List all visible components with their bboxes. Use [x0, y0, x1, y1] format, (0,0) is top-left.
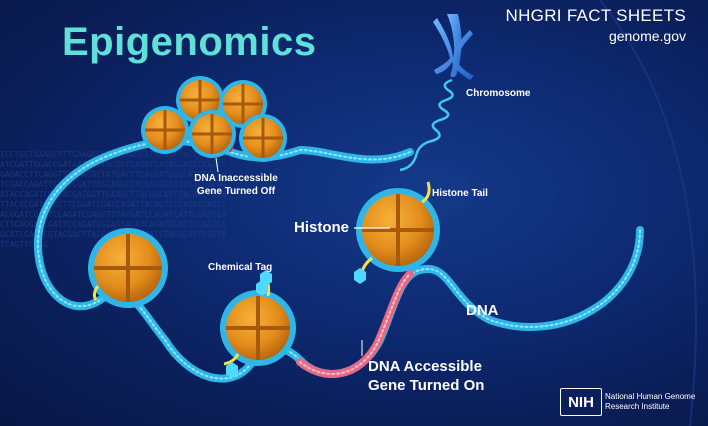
label-dna-accessible: DNA Accessible Gene Turned On: [368, 358, 485, 394]
label-dna-inaccessible: DNA Inaccessible Gene Turned Off: [194, 173, 278, 197]
label-chromosome: Chromosome: [466, 88, 531, 99]
source-url: genome.gov: [608, 28, 686, 44]
chemical-tag-icon-2: [226, 362, 238, 378]
source-title: NHGRI FACT SHEETS: [505, 6, 686, 25]
label-histone-tail: Histone Tail: [432, 188, 488, 199]
histone-tail-left: [92, 285, 100, 301]
histone-tail-lower: [360, 256, 373, 273]
chromosome-icon: [433, 14, 474, 80]
histone-left: [88, 228, 168, 308]
decorative-arc: [599, 0, 697, 426]
label-histone: Histone: [294, 219, 350, 236]
histone-tail-right: [421, 181, 431, 204]
histone-tail-middle: [223, 353, 240, 366]
histone-right: [354, 181, 440, 284]
histone-middle: [220, 270, 296, 378]
chemical-tag-icon-3: [354, 268, 366, 284]
label-dna: DNA: [466, 302, 499, 319]
nih-institute-name: National Human Genome Research Institute: [605, 392, 696, 411]
nih-logo: NIH: [560, 388, 602, 416]
chromatin-coil: [399, 78, 454, 172]
page-title: Epigenomics: [62, 20, 317, 64]
nih-logo-text: NIH: [568, 393, 594, 411]
histone-cluster-inaccessible: [141, 76, 287, 173]
label-chemical-tag: Chemical Tag: [208, 262, 273, 273]
